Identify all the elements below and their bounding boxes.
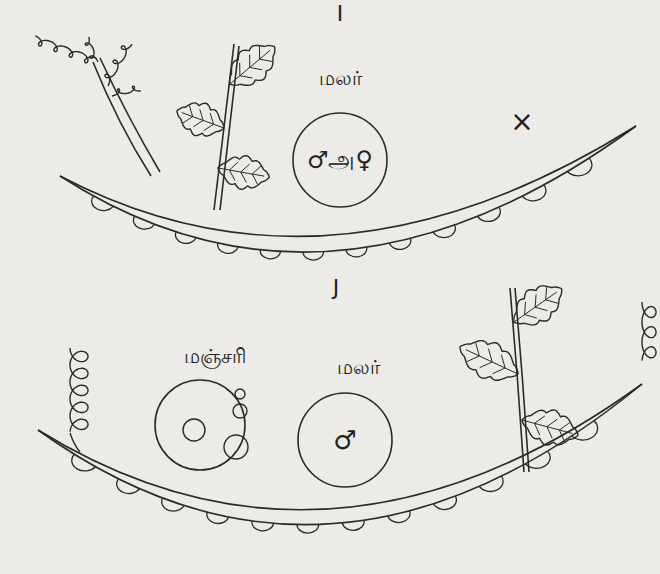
leaf-vein bbox=[200, 109, 203, 120]
illustration-details bbox=[35, 36, 656, 533]
leaf-vein bbox=[534, 416, 544, 423]
leaf-vein bbox=[230, 50, 270, 84]
tendril-coil bbox=[112, 86, 141, 96]
leaf-vein bbox=[241, 164, 250, 172]
leaf-vein bbox=[250, 67, 263, 69]
tendril-stem bbox=[93, 62, 151, 176]
leaf-vein bbox=[489, 349, 493, 362]
tendril-coil bbox=[70, 348, 88, 432]
leaf-vein bbox=[493, 368, 506, 374]
leaf-vein bbox=[559, 423, 569, 430]
circle-outline bbox=[154, 379, 246, 471]
leaf-vein bbox=[501, 355, 505, 368]
figure-letter: J bbox=[333, 276, 340, 300]
flower-circle: மலர்♂ bbox=[297, 392, 393, 488]
leaf-vein bbox=[252, 166, 261, 174]
tendril-tail bbox=[70, 433, 80, 452]
flower-circle: மலர்♂அ♀ bbox=[292, 112, 388, 208]
tendril-coil bbox=[35, 36, 96, 63]
circle-shape bbox=[155, 380, 245, 470]
leaf-vein bbox=[534, 423, 539, 435]
sex-symbol: ♂அ♀ bbox=[307, 147, 373, 173]
circle-heading: மஞ்சரி bbox=[184, 345, 246, 367]
leaf-vein bbox=[546, 300, 558, 303]
leaf-vein bbox=[559, 430, 564, 442]
circle-heading: மலர் bbox=[337, 356, 380, 378]
leaf bbox=[460, 341, 518, 381]
tendril-coil bbox=[105, 44, 132, 86]
leaf-vein bbox=[210, 113, 213, 124]
bowl-lower-edge bbox=[38, 384, 642, 525]
circle-shape bbox=[298, 393, 392, 487]
tendril-coil bbox=[642, 302, 656, 361]
cross-symbol: × bbox=[510, 107, 533, 138]
leaf-vein bbox=[535, 294, 537, 307]
leaf-vein bbox=[476, 343, 480, 356]
leaf-vein bbox=[229, 170, 235, 180]
leaf-outline bbox=[218, 156, 269, 190]
tendril-coil bbox=[85, 37, 98, 62]
leaf bbox=[218, 156, 269, 190]
leaf-vein bbox=[189, 105, 192, 116]
flower-circle: மஞ்சரி bbox=[154, 379, 246, 471]
leaf-vein bbox=[241, 172, 247, 182]
leaf bbox=[177, 103, 224, 136]
bowl-upper-edge bbox=[38, 384, 642, 510]
leaf-vein bbox=[547, 419, 557, 426]
leaf-vein bbox=[535, 307, 547, 310]
leaf-vein bbox=[252, 174, 258, 184]
leaf bbox=[230, 45, 275, 85]
leaf-vein bbox=[467, 356, 480, 362]
bowl-outlines bbox=[38, 126, 642, 525]
leaf-vein bbox=[193, 120, 203, 126]
flower-bud bbox=[224, 435, 248, 459]
flower-bud bbox=[183, 419, 205, 441]
bowl-scallops bbox=[72, 421, 598, 533]
leaf-outline bbox=[522, 410, 578, 445]
leaf-vein bbox=[545, 287, 547, 300]
leaf-outline bbox=[177, 103, 224, 136]
sex-symbol: ♂ bbox=[333, 426, 356, 455]
leaf-vein bbox=[514, 292, 557, 322]
leaf-outline bbox=[460, 341, 518, 381]
leaf-vein bbox=[183, 117, 193, 123]
figure-letter: I bbox=[337, 2, 344, 26]
leaf-vein bbox=[259, 46, 260, 59]
leaf-vein bbox=[260, 59, 273, 61]
leaf-vein bbox=[547, 427, 552, 439]
bowl-scallops bbox=[92, 158, 592, 260]
leaf-outline bbox=[230, 45, 275, 85]
leaf bbox=[514, 286, 562, 325]
leaf-vein bbox=[204, 124, 214, 130]
leaf-vein bbox=[239, 63, 240, 76]
circle-heading: மலர் bbox=[319, 67, 362, 89]
leaf-outline bbox=[514, 286, 562, 325]
leaf-vein bbox=[249, 55, 250, 68]
leaf bbox=[522, 410, 578, 445]
leaf-vein bbox=[524, 302, 526, 315]
leaf-vein bbox=[480, 362, 493, 368]
leaf-vein bbox=[525, 315, 537, 318]
bowl-lower-edge bbox=[60, 126, 636, 252]
leaf-vein bbox=[466, 350, 518, 374]
circle-shape bbox=[293, 113, 387, 207]
leaf-vein bbox=[240, 76, 253, 78]
leaf-vein bbox=[229, 162, 238, 170]
